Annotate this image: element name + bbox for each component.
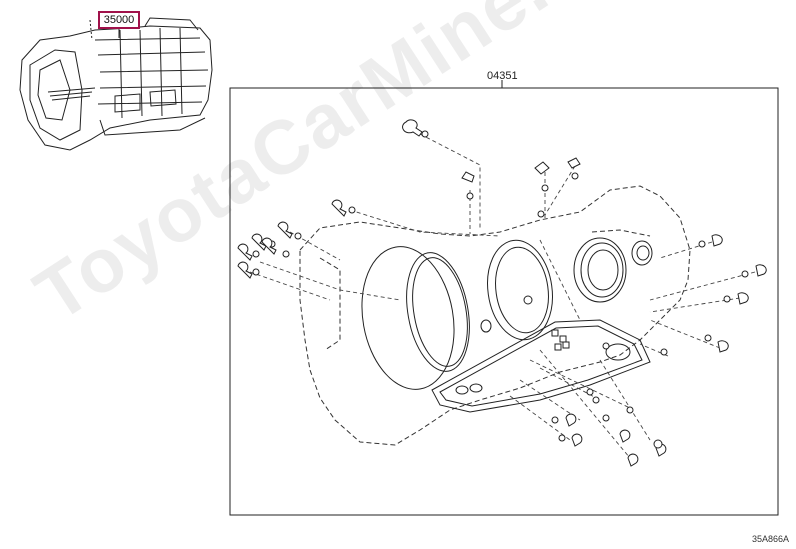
- leader-lines: [249, 133, 756, 459]
- bolt-set-upper[interactable]: [461, 157, 581, 218]
- small-seals[interactable]: [480, 319, 610, 351]
- figure-reference: 35A866A: [752, 534, 790, 544]
- bolt-set-lower[interactable]: [551, 388, 667, 467]
- bolt-set-right[interactable]: [660, 234, 767, 356]
- bolt-set-left[interactable]: [237, 199, 356, 279]
- transmission-assembly-drawing[interactable]: [19, 17, 213, 151]
- bolt[interactable]: [402, 119, 429, 138]
- assembly-code-label[interactable]: 35000: [98, 11, 140, 29]
- oil-pan-gasket-plate[interactable]: [431, 319, 651, 413]
- oil-pan-gasket-large[interactable]: [351, 239, 478, 396]
- small-oil-seal[interactable]: [631, 240, 653, 266]
- seal-ring-medium[interactable]: [481, 236, 558, 344]
- oil-seal-ring[interactable]: [573, 237, 627, 303]
- kit-code-label[interactable]: 04351: [487, 70, 518, 82]
- kit-frame: [229, 87, 779, 516]
- transmission-case-outline: [299, 185, 691, 446]
